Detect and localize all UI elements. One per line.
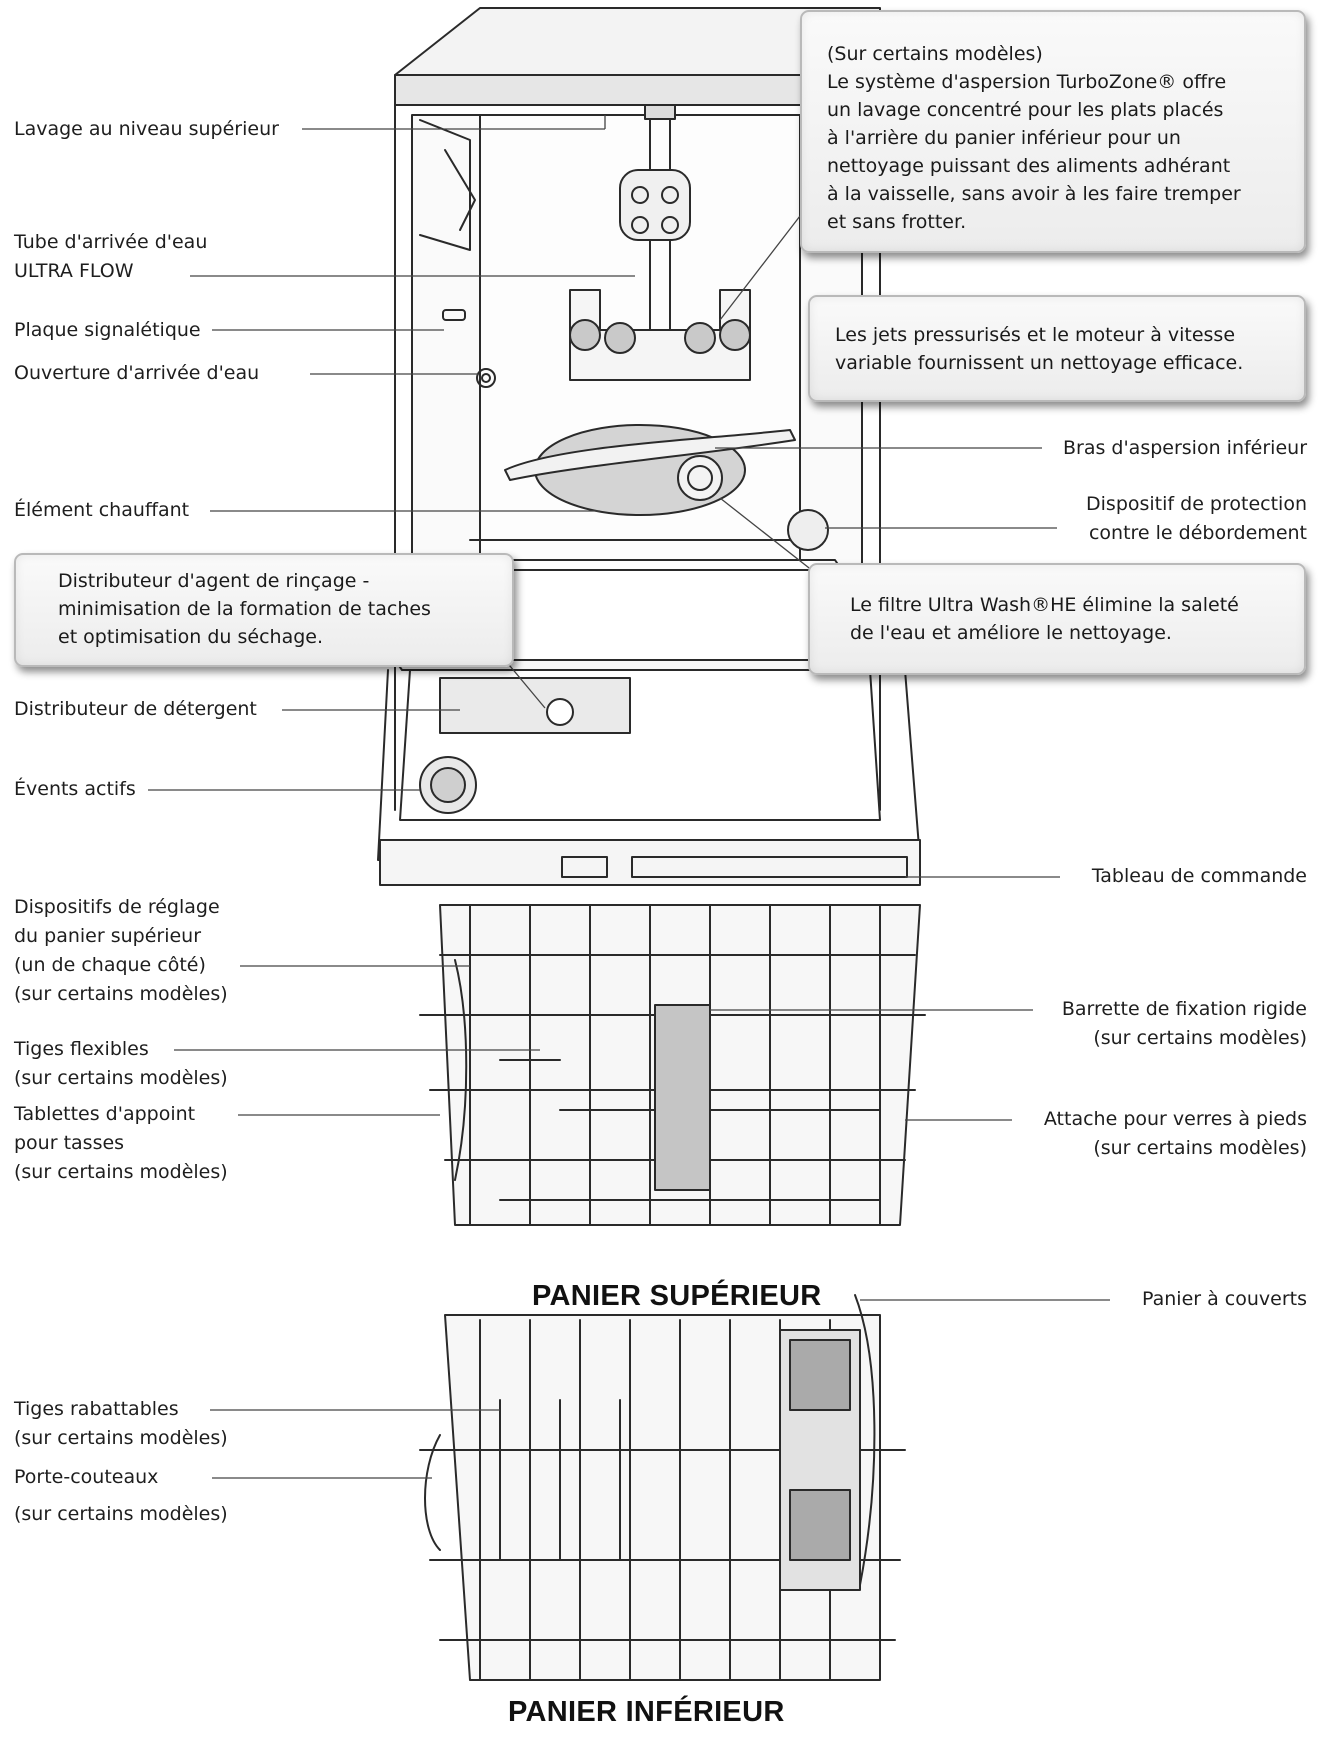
label-porte-couteaux: Porte-couteaux(sur certains modèles) — [14, 1466, 228, 1525]
label-tiges-rabattables: Tiges rabattables(sur certains modèles) — [14, 1398, 228, 1449]
dishwasher-door — [377, 659, 921, 886]
label-tiges-flexibles: Tiges flexibles(sur certains modèles) — [14, 1038, 228, 1089]
label-plaque-signaletique: Plaque signalétique — [14, 319, 201, 341]
wash-tower — [569, 104, 751, 381]
label-ouverture-arrivee-eau: Ouverture d'arrivée d'eau — [14, 362, 260, 384]
label-events-actifs: Évents actifs — [14, 778, 136, 800]
callout-jets: Les jets pressurisés et le moteur à vite… — [808, 295, 1306, 402]
callout-turbozone: (Sur certains modèles)Le système d'asper… — [800, 10, 1306, 253]
label-element-chauffant: Élément chauffant — [14, 499, 190, 521]
label-distributeur-detergent: Distributeur de détergent — [14, 698, 257, 720]
label-lavage-niveau-superieur: Lavage au niveau supérieur — [14, 118, 279, 140]
leader-lines — [148, 115, 1110, 1479]
label-attache-verres: Attache pour verres à pieds(sur certains… — [1043, 1108, 1307, 1159]
lower-rack-drawing — [419, 1294, 906, 1681]
label-panier-couverts: Panier à couverts — [1142, 1288, 1307, 1310]
callout-rincage: Distributeur d'agent de rinçage -minimis… — [14, 553, 514, 667]
label-tableau-commande: Tableau de commande — [1091, 865, 1307, 887]
label-bras-aspersion: Bras d'aspersion inférieur — [1062, 437, 1307, 459]
callout-filtre: Le filtre Ultra Wash®HE élimine la salet… — [808, 563, 1306, 675]
title-panier-superieur: PANIER SUPÉRIEUR — [532, 1280, 822, 1312]
upper-rack-drawing — [419, 904, 926, 1226]
spray-arm — [504, 424, 829, 551]
title-panier-inferieur: PANIER INFÉRIEUR — [508, 1696, 785, 1728]
label-barrette-fixation: Barrette de fixation rigide(sur certains… — [1061, 998, 1307, 1049]
